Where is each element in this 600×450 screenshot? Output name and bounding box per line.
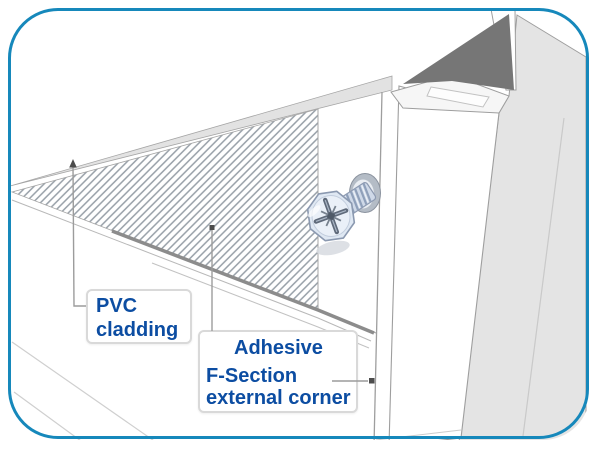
cladding-shadow-line — [111, 229, 375, 335]
f-section-label-line1: F-Section — [206, 365, 298, 387]
adhesive-label: Adhesive — [234, 337, 323, 359]
screw-illustration — [306, 173, 381, 256]
pvc-cladding-label: PVC cladding — [86, 289, 192, 344]
f-section-label-line2: external corner — [206, 387, 351, 409]
screw-shadow — [316, 240, 350, 256]
adhesive-hatching — [10, 108, 319, 311]
panel-joint-line — [522, 117, 565, 437]
f-section-trim-edge — [373, 91, 383, 440]
cladding-top-edge — [10, 75, 393, 187]
adhesive-fsection-label: Adhesive F-Section external corner — [198, 330, 358, 413]
corner-shadow — [403, 14, 514, 90]
pvc-cladding-label-line1: PVC — [96, 295, 138, 317]
pozidriv-recess-icon — [313, 197, 349, 235]
wall-base-line-2 — [13, 391, 97, 440]
pvc-cladding-label-line2: cladding — [96, 319, 179, 341]
top-face-inset — [426, 86, 490, 108]
wall-base-line-1 — [11, 341, 171, 440]
